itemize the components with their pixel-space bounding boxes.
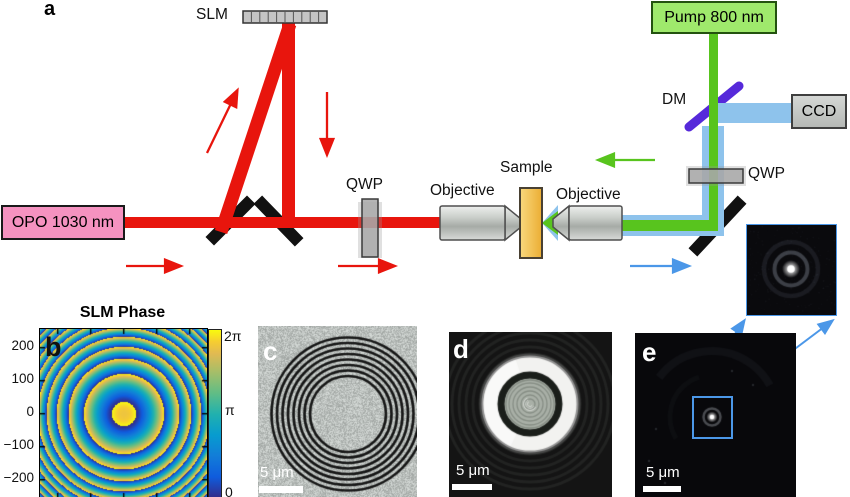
pump-label: Pump 800 nm (652, 2, 776, 33)
opo-label: OPO 1030 nm (2, 206, 124, 239)
panel-e-letter: e (642, 337, 656, 368)
objective-right-body (553, 206, 622, 240)
red-arrow-up-diagonal (207, 91, 237, 153)
steering-mirror-3 (697, 204, 738, 248)
sample-label: Sample (500, 159, 553, 177)
panel-c-letter: c (263, 336, 277, 367)
panel-a-letter: a (44, 0, 55, 21)
qwp-right-label: QWP (748, 165, 785, 183)
slm-device (243, 11, 327, 23)
qwp-right-plate (686, 166, 746, 186)
steering-mirror-2 (262, 204, 295, 238)
panel-e-zoom-box (692, 396, 733, 439)
panel-d-scalebar (452, 484, 492, 490)
colorbar (208, 329, 222, 497)
slm-phase-heatmap (39, 328, 208, 497)
panel-e-inset-image (746, 224, 837, 316)
slm-label: SLM (196, 6, 228, 24)
panel-e-scalebar (643, 486, 681, 492)
dm-label: DM (662, 91, 686, 109)
dichroic-mirror (689, 86, 739, 127)
sample-slide (520, 188, 542, 258)
red-beam-path (118, 22, 521, 232)
b-ytick-m200: −200 (0, 470, 34, 485)
panel-c-scalebar (259, 486, 303, 493)
b-ytick-0: 0 (0, 404, 34, 419)
ccd-label: CCD (792, 95, 846, 128)
objective-left-label: Objective (430, 182, 495, 200)
ccd-box: CCD (792, 95, 846, 128)
slm-phase-title: SLM Phase (39, 304, 206, 322)
qwp-left-label: QWP (346, 176, 383, 194)
panel-b-letter: b (45, 332, 62, 363)
steering-mirror-1 (214, 204, 247, 237)
b-ytick-m100: −100 (0, 437, 34, 452)
panel-c-scalebar-label: 5 μm (260, 464, 294, 481)
panel-e-scalebar-label: 5 μm (646, 464, 680, 481)
cbar-2pi: 2π (224, 328, 241, 344)
green-beam-path (542, 33, 718, 235)
b-ytick-200: 200 (0, 338, 34, 353)
qwp-left-plate (358, 199, 382, 258)
objective-right-label: Objective (556, 186, 621, 204)
panel-d-scalebar-label: 5 μm (456, 462, 490, 479)
cbar-0: 0 (225, 484, 233, 497)
panel-d-letter: d (453, 334, 469, 365)
cbar-pi: π (225, 402, 235, 418)
pump-box: Pump 800 nm (652, 2, 776, 33)
b-ytick-100: 100 (0, 371, 34, 386)
opo-box: OPO 1030 nm (2, 206, 124, 239)
beam-direction-arrows (126, 91, 688, 266)
objective-left-body (440, 206, 521, 240)
